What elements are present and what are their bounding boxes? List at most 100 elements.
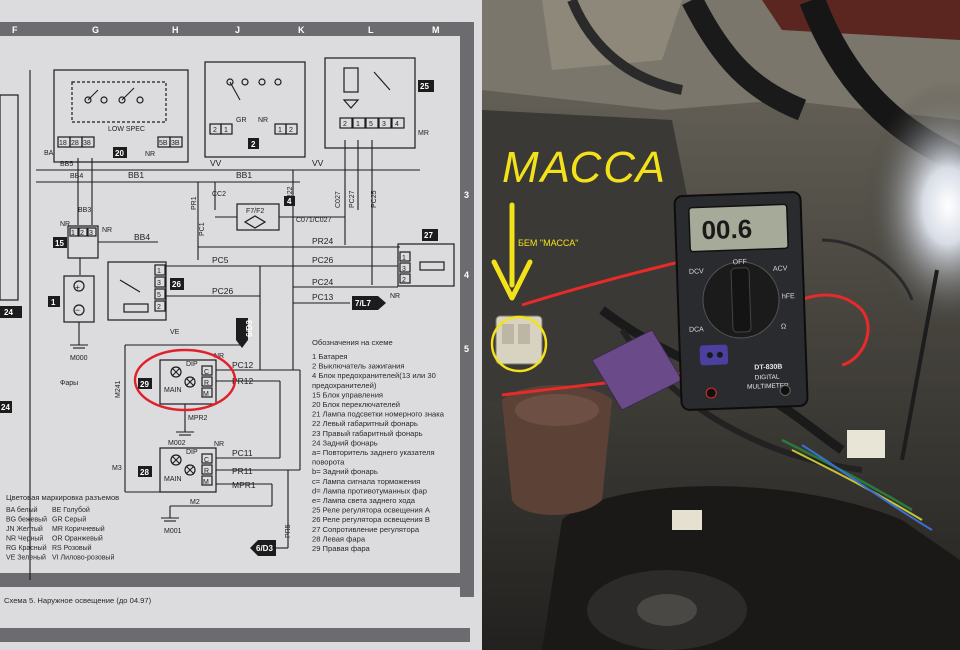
wire-pr1: PR1 <box>191 196 198 210</box>
c26-pin-5: 5 <box>157 292 161 299</box>
figure-caption: Схема 5. Наружное освещение (до 04.97) <box>4 596 152 605</box>
wire-bb1-a: BB1 <box>128 170 144 180</box>
left-label-24a: 24 <box>4 308 13 317</box>
c29-pin-m: M <box>203 391 209 398</box>
grid-row-4: 4 <box>464 270 469 280</box>
wire-m3: M3 <box>112 465 122 472</box>
main-label-29: MAIN <box>164 387 182 394</box>
wire-nr-28: NR <box>214 441 224 448</box>
c26-pin-2: 2 <box>157 304 161 311</box>
grid-row-3: 3 <box>464 190 469 200</box>
color-code-right: BE Голубой <box>52 506 90 514</box>
right-headlamp-29 <box>159 359 217 405</box>
legend-item: 21 Лампа подсветки номерного знака <box>312 410 445 419</box>
color-code-left: BA белый <box>6 506 38 514</box>
c25-pin-3: 3 <box>382 121 386 128</box>
color-code-left: BG бежевый <box>6 516 47 524</box>
component-28-number: 28 <box>140 468 149 477</box>
component-29-number: 29 <box>140 380 149 389</box>
legend-item: 15 Блок управления <box>312 390 383 399</box>
c20-pin-2: 28 <box>71 140 79 147</box>
wire-pc26-a: PC26 <box>312 255 334 265</box>
color-codes-title: Цветовая маркировка разъемов <box>6 493 119 502</box>
wire-pc11: PC11 <box>232 448 253 458</box>
wire-m2: M2 <box>190 499 200 506</box>
color-code-left: VE Зеленый <box>6 554 46 562</box>
wire-cc2: CC2 <box>212 191 226 198</box>
legend-item: e= Лампа света заднего хода <box>312 496 416 505</box>
c15-pin-3: 3 <box>89 230 93 237</box>
component-15-number: 15 <box>55 239 64 248</box>
legend-item: 25 Реле регулятора освещения А <box>312 506 431 515</box>
wire-bb3: BB3 <box>78 207 91 214</box>
ground-m002: M002 <box>168 440 186 447</box>
c25-pin-5: 5 <box>369 121 373 128</box>
wire-bb4-b: BB4 <box>134 232 150 242</box>
wire-pr12: PR12 <box>232 376 254 386</box>
grid-col-L: L <box>368 25 374 35</box>
dial-hfe: hFE <box>782 293 795 300</box>
c20-pin-5: 3B <box>171 140 180 147</box>
wire-pc25: PC25 <box>371 190 378 208</box>
left-label-24b: 24 <box>1 403 10 412</box>
engine-photo-panel: 00.6 DCV ACV OFF hFE DCA Ω DT-830B DIGIT… <box>482 0 960 650</box>
c15-pin-1: 1 <box>71 230 75 237</box>
c26-pin-3: 3 <box>157 280 161 287</box>
wire-mr: MR <box>418 130 429 137</box>
legend-item: a= Повторитель заднего указателя <box>312 448 435 457</box>
wire-pr11: PR11 <box>232 466 253 476</box>
grid-col-M: M <box>432 25 440 35</box>
wire-pc26-b: PC26 <box>212 286 234 296</box>
c27-pin-1: 1 <box>402 255 406 262</box>
legend-item: b= Задний фонарь <box>312 467 378 476</box>
color-code-left: JN Желтый <box>6 525 43 533</box>
wire-bb4: BB4 <box>70 173 83 180</box>
wire-m241: M241 <box>115 380 122 398</box>
c28-pin-m: M <box>203 479 209 486</box>
legend-title: Обозначения на схеме <box>312 338 393 347</box>
main-label-28: MAIN <box>164 476 182 483</box>
c28-pin-r: R <box>204 468 209 475</box>
grid-col-K: K <box>298 25 305 35</box>
legend-item: 24 Задний фонарь <box>312 438 378 447</box>
c25-pin-4: 4 <box>395 121 399 128</box>
wire-ba: BA <box>44 150 54 157</box>
multimeter-name-1: DIGITAL <box>755 374 780 382</box>
grid-row-labels: 3 4 5 <box>464 190 469 354</box>
regulator-resistor-27 <box>397 243 455 287</box>
legend-item: 4 Блок предохранителей(13 или 30 <box>312 371 436 380</box>
relay-25 <box>324 57 416 149</box>
wire-pr24: PR24 <box>312 236 334 246</box>
wire-pc12: PC12 <box>232 360 254 370</box>
c20-pin-1: 18 <box>59 140 67 147</box>
color-code-left: NR Черный <box>6 535 43 543</box>
legend-item: c= Лампа сигнала торможения <box>312 477 420 486</box>
grid-col-F: F <box>12 25 18 35</box>
component-27-number: 27 <box>424 231 433 240</box>
wire-nr-15b: NR <box>102 227 112 234</box>
legend-item: 22 Левый габаритный фонарь <box>312 419 418 428</box>
color-code-right: OR Оранжевый <box>52 535 103 543</box>
c20-pin-3: 38 <box>83 140 91 147</box>
dip-label-28: DIP <box>186 449 198 456</box>
wire-nr-15a: NR <box>60 221 70 228</box>
fuse-label: F7/F2 <box>246 208 264 215</box>
wire-pr5: PR5 <box>285 524 292 538</box>
multimeter-reading: 00.6 <box>701 214 753 246</box>
multimeter-model: DT-830B <box>754 364 782 372</box>
grid-row-5: 5 <box>464 344 469 354</box>
battery-minus: − <box>75 305 80 315</box>
legend-item: 2 Выключатель зажигания <box>312 362 405 371</box>
wire-bb5: BB5 <box>60 161 73 168</box>
dial-dca: DCA <box>689 326 704 334</box>
battery-plus: + <box>75 282 80 292</box>
wire-c027: C027 <box>335 191 342 208</box>
c2-pin-2: 1 <box>224 127 228 134</box>
c25-pin-2: 2 <box>343 121 347 128</box>
grid-col-J: J <box>235 25 240 35</box>
c29-pin-r: R <box>204 380 209 387</box>
grid-col-H: H <box>172 25 179 35</box>
component-26-number: 26 <box>172 280 181 289</box>
wire-pc27: PC27 <box>349 190 356 208</box>
wire-c071-c027: C071/C027 <box>296 217 332 224</box>
